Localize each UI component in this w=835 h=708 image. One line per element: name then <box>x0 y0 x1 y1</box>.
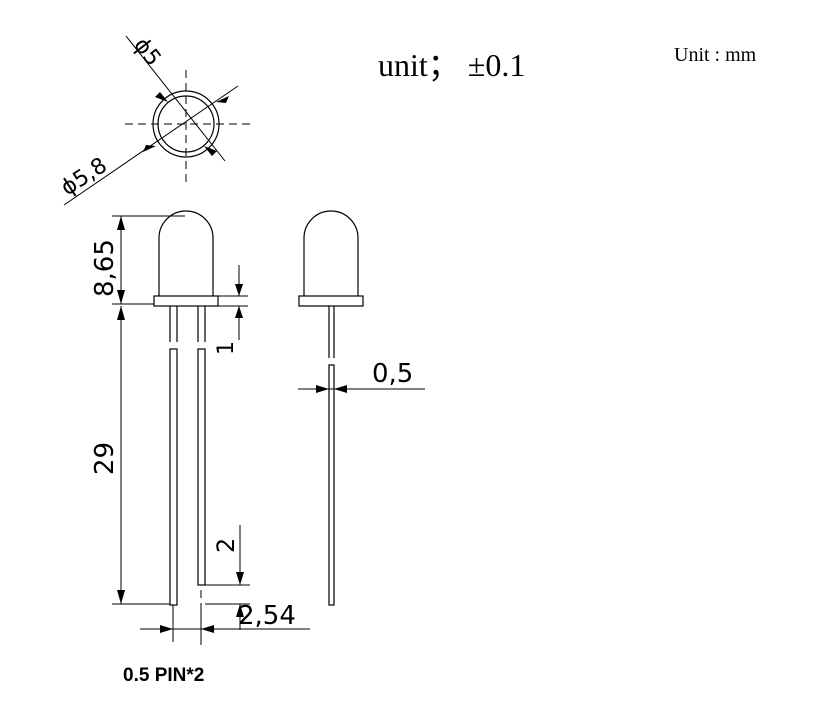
arrow-head <box>117 216 125 230</box>
arrow-head <box>316 385 329 393</box>
arrow-head <box>334 385 347 393</box>
arrow-head <box>235 306 243 318</box>
dome-body-side <box>303 210 359 296</box>
arrow-head <box>204 146 217 156</box>
arrow-head <box>236 572 244 585</box>
tolerance-note: unit； ±0.1 <box>378 47 526 83</box>
lead-left <box>169 348 178 606</box>
arrow-head <box>201 625 214 633</box>
arrow-head <box>143 145 156 152</box>
flange-circle <box>152 90 220 158</box>
flange-side <box>298 295 364 307</box>
lead-width-label: 0,5 <box>372 359 413 389</box>
lens-circle <box>157 95 215 153</box>
lead-right <box>197 348 206 586</box>
lead-side <box>328 364 335 606</box>
side-view: 0,5 <box>298 210 425 606</box>
arrow-head <box>117 306 125 320</box>
lead-length-label: 29 <box>90 442 120 475</box>
arrow-head <box>160 625 173 633</box>
top-view: ϕ5 ϕ5,8 <box>57 33 255 206</box>
lead-spacing-label: 2,54 <box>238 601 296 631</box>
unit-label: Unit : mm <box>674 44 757 66</box>
flange-thickness-label: 1 <box>214 341 239 355</box>
arrow-head <box>155 92 168 102</box>
flange <box>153 295 219 307</box>
lead-offset-label: 2 <box>212 538 240 553</box>
dome-height-label: 8,65 <box>90 239 120 297</box>
dome-body <box>158 210 214 296</box>
pin-note: 0.5 PIN*2 <box>123 665 205 686</box>
arrow-head <box>117 590 125 604</box>
arrow-head <box>236 604 244 617</box>
lens-diameter-leader <box>125 35 226 162</box>
front-view: 8,65 29 1 2 2,54 <box>90 210 310 645</box>
arrow-head <box>117 290 125 304</box>
arrow-head <box>216 96 229 103</box>
flange-diameter-label: ϕ5,8 <box>57 153 112 201</box>
lens-diameter-label: ϕ5 <box>128 33 165 71</box>
arrow-head <box>235 284 243 296</box>
